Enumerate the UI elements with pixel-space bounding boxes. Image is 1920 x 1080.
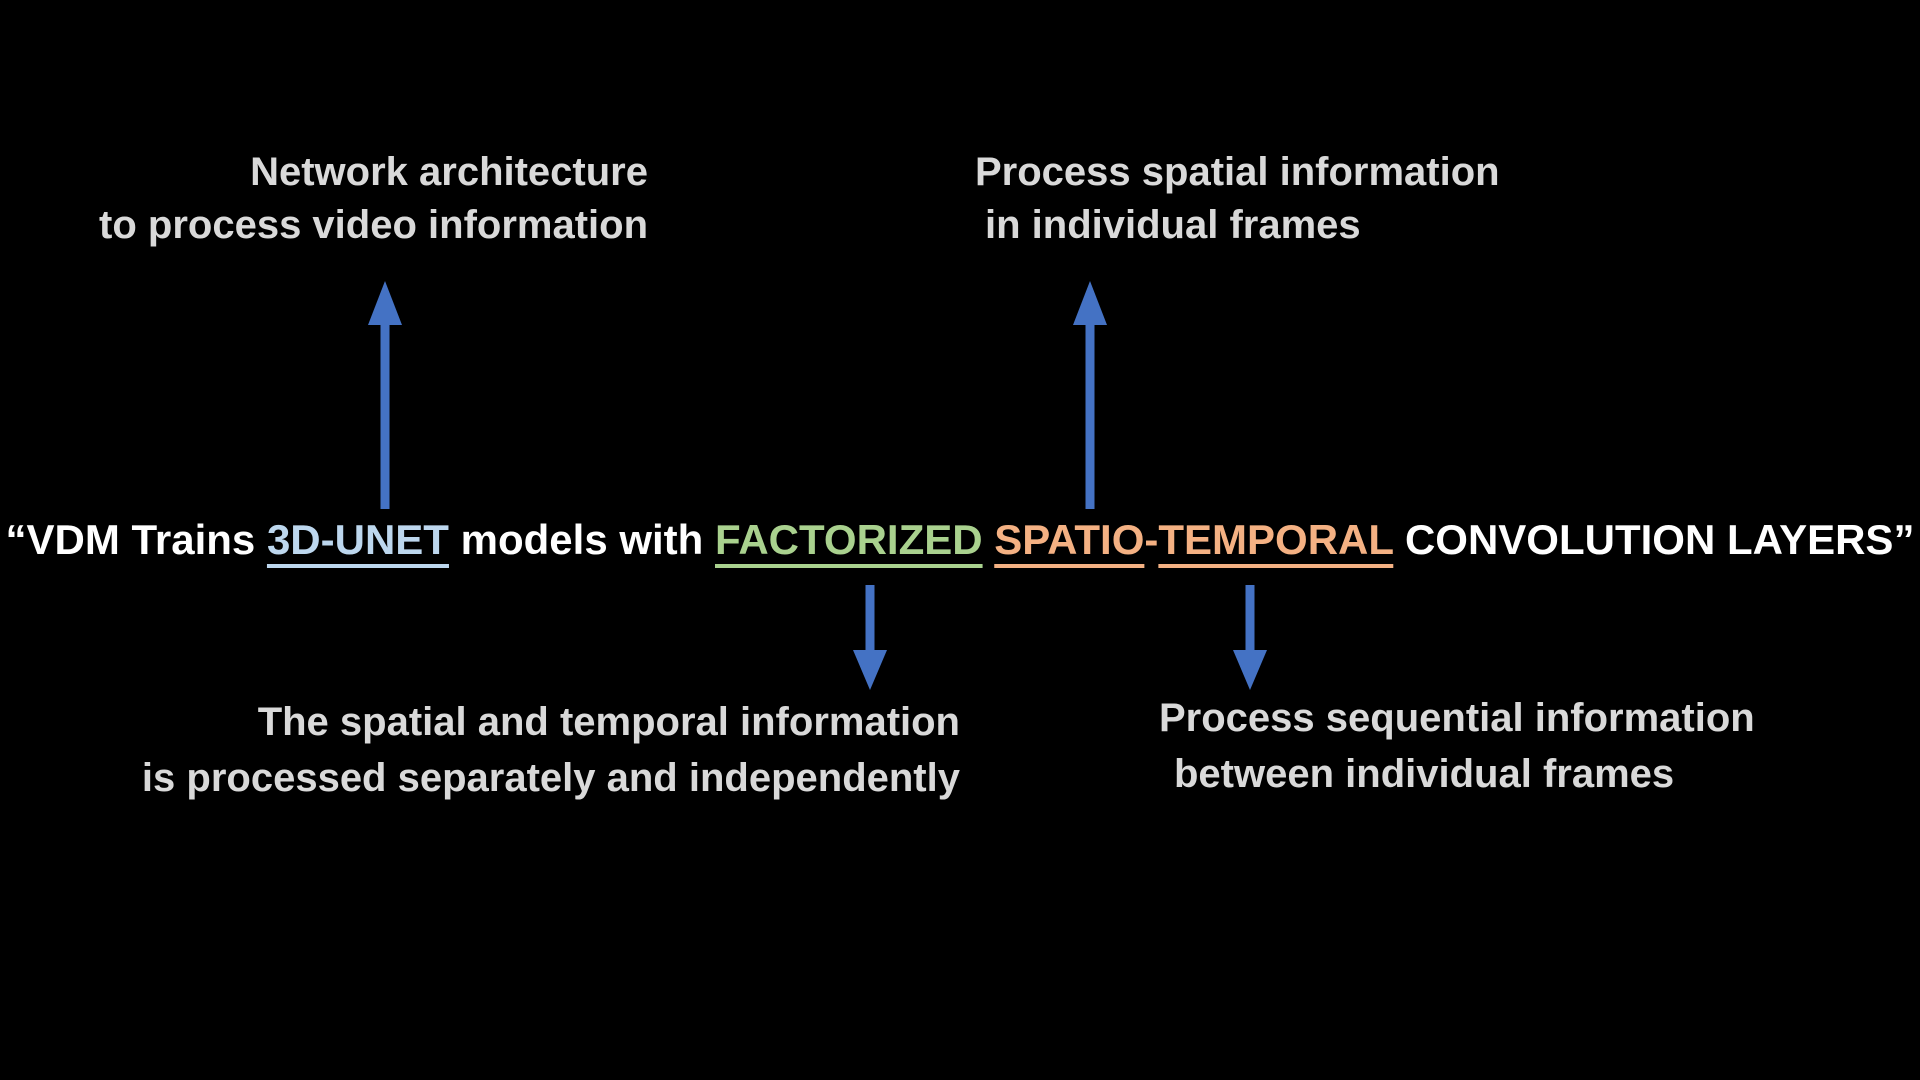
arrow-down-temporal (1233, 585, 1267, 690)
quote-segment: SPATIO (994, 516, 1145, 563)
quote-segment: CONVOLUTION LAYERS” (1393, 516, 1915, 563)
note-process-sequential: Process sequential information between i… (1159, 690, 1755, 802)
quote-segment (983, 516, 995, 563)
quote-segment: models with (448, 516, 715, 563)
note-line: to process video information (99, 203, 648, 247)
note-line: Process spatial information (975, 150, 1500, 194)
arrow-down-factorized (853, 585, 887, 690)
note-line: in individual frames (985, 203, 1361, 247)
quote-segment: “VDM Trains (5, 516, 267, 563)
note-network-architecture: Network architecture to process video in… (48, 146, 648, 252)
quote-segment: FACTORIZED (715, 516, 983, 563)
note-line: The spatial and temporal information (257, 700, 960, 744)
note-line: is processed separately and independentl… (141, 756, 960, 800)
arrow-up-3d-unet (368, 281, 402, 509)
quote-segment: - (1144, 516, 1159, 563)
note-separate-processing: The spatial and temporal information is … (100, 694, 960, 806)
note-line: Network architecture (250, 150, 648, 194)
note-line: between individual frames (1174, 752, 1675, 796)
note-process-spatial: Process spatial information in individua… (975, 146, 1500, 252)
quote-segment: TEMPORAL (1158, 516, 1394, 563)
note-line: Process sequential information (1159, 696, 1755, 740)
arrow-up-spatio (1073, 281, 1107, 509)
quote-text: “VDM Trains 3D-UNET models with FACTORIZ… (0, 519, 1920, 561)
quote-segment: 3D-UNET (266, 516, 449, 563)
